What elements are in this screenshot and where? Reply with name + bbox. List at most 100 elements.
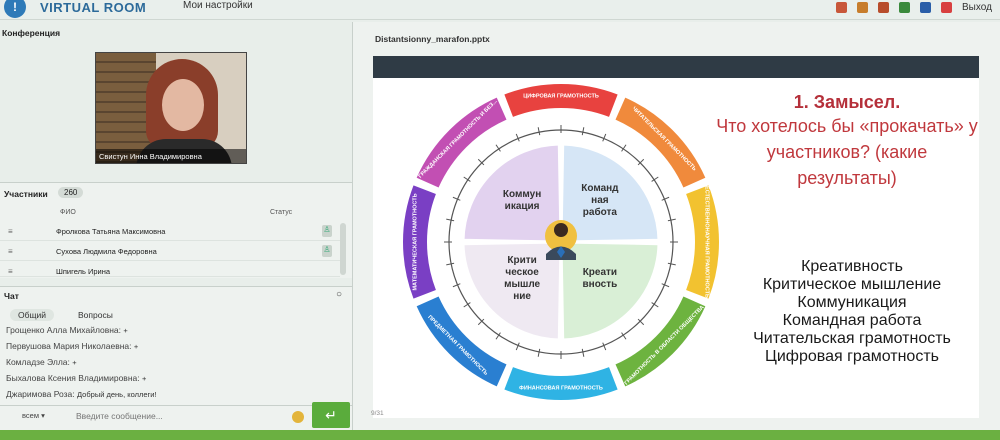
scale-tick (463, 176, 471, 182)
chat-label: Чат (4, 291, 19, 301)
results-list: Креативность Критическое мышление Коммун… (727, 258, 977, 366)
scale-tick (495, 332, 501, 340)
scale-tick (452, 196, 461, 201)
video-tile[interactable]: Свистун Инна Владимировна (95, 52, 247, 164)
scale-tick (667, 218, 676, 222)
quadrant-label: Команд (581, 183, 619, 194)
settings-menu[interactable]: Мои настройки (183, 0, 253, 11)
chat-text: + (133, 342, 139, 351)
participant-row[interactable]: ≡ Сухова Людмила Федоровна ♙ (0, 243, 340, 261)
list-item: Креативность (801, 258, 903, 275)
wheel-segment (615, 296, 706, 387)
wheel-segment-label: ЕСТЕСТВЕННОНАУЧНАЯ ГРАМОТНОСТЬ (704, 186, 710, 298)
chat-icon[interactable] (920, 2, 931, 13)
wheel-segment (615, 97, 706, 188)
scale-tick (446, 262, 455, 266)
column-status-header[interactable]: Статус (270, 209, 293, 216)
wheel-segment (504, 367, 618, 400)
send-button[interactable]: ↵ (312, 402, 350, 428)
scale-tick (463, 302, 471, 308)
menu-icon[interactable]: ≡ (8, 247, 13, 256)
message-input[interactable] (76, 408, 290, 424)
flag-icon[interactable] (941, 2, 952, 13)
heart-icon[interactable] (836, 2, 847, 13)
quadrant-label: ческое (505, 267, 539, 278)
chat-options-icon[interactable]: ○ (336, 289, 343, 300)
speaker-face (162, 79, 204, 131)
participant-row[interactable]: ≡ Шпигель Ирина (0, 263, 340, 277)
chat-panel: Чат ○ Общий Вопросы Грощенко Алла Михайл… (0, 286, 352, 430)
recipient-label: всем (22, 411, 39, 420)
emoji-icon[interactable] (292, 411, 304, 423)
quadrant-label: вность (583, 279, 618, 290)
tab-general[interactable]: Общий (10, 309, 54, 321)
chat-author: Первушова Мария Николаевна: (6, 341, 132, 351)
logo-icon: ! (4, 0, 26, 18)
slide-title: 1. Замысел. (793, 92, 901, 112)
inner-quadrant (559, 142, 661, 244)
scale-tick (651, 176, 659, 182)
window-icon[interactable] (899, 2, 910, 13)
chat-text: + (123, 326, 128, 335)
chat-text: + (72, 358, 77, 367)
list-item: Коммуникация (797, 294, 907, 311)
menu-icon[interactable]: ≡ (8, 227, 13, 236)
divider (0, 405, 352, 406)
quadrant-label: Коммун (503, 189, 541, 200)
user-status-icon: ♙ (322, 225, 332, 237)
presentation-filename: Distantsionny_marafon.pptx (375, 34, 490, 44)
scale-tick (621, 144, 627, 152)
scale-tick (602, 133, 607, 142)
scale-tick (477, 318, 485, 326)
taskbar-strip (0, 430, 1000, 440)
exit-link[interactable]: Выход (962, 2, 992, 13)
scale-tick (515, 342, 520, 351)
slide-pager: 9/31 (371, 410, 384, 417)
chat-message: Быхалова Ксения Владимировна: + (6, 373, 146, 383)
chat-author: Комладзе Элла: (6, 357, 70, 367)
participants-scrollbar[interactable] (340, 223, 346, 275)
scale-tick (637, 318, 645, 326)
scale-tick (537, 348, 541, 357)
wheel-segment (686, 185, 719, 299)
participants-label: Участники (4, 189, 48, 199)
chat-message: Грощенко Алла Михайловна: + (6, 325, 128, 335)
scale-tick (537, 127, 541, 136)
chat-message: Первушова Мария Николаевна: + (6, 341, 138, 351)
scale-tick (581, 348, 585, 357)
chat-message: Комладзе Элла: + (6, 357, 77, 367)
quadrant-label: работа (583, 206, 618, 218)
wheel-segment-label: ЦИФРОВАЯ ГРАМОТНОСТЬ (523, 93, 599, 99)
slide-title-box: 1. Замысел. Что хотелось бы «прокачать» … (715, 92, 979, 191)
tab-questions[interactable]: Вопросы (78, 310, 113, 320)
info-icon[interactable] (878, 2, 889, 13)
menu-icon[interactable]: ≡ (8, 267, 13, 276)
participant-row[interactable]: ≡ Фролкова Татьяна Максимовна ♙ (0, 223, 340, 241)
scale-tick (495, 144, 501, 152)
list-item: Критическое мышление (762, 276, 942, 293)
column-name-header[interactable]: ФИО (60, 209, 76, 216)
wheel-segment-label: ФИНАНСОВАЯ ГРАМОТНОСТЬ (519, 385, 603, 391)
pen-icon[interactable] (857, 2, 868, 13)
wheel-segment-label: МАТЕМАТИЧЕСКАЯ ГРАМОТНОСТЬ (412, 193, 418, 290)
leader-icon (545, 220, 577, 260)
scale-tick (637, 158, 645, 166)
chat-text: + (141, 374, 147, 383)
scale-tick (651, 302, 659, 308)
user-status-icon: ♙ (322, 245, 332, 257)
presentation-area: Distantsionny_marafon.pptx ЦИФРОВАЯ ГРАМ… (352, 22, 1000, 430)
tray-icons (836, 2, 952, 13)
scale-tick (446, 218, 455, 222)
left-column: Конференция Свистун Инна Владимировна Уч… (0, 22, 352, 430)
wheel-segment (504, 83, 618, 117)
scale-tick (602, 342, 607, 351)
top-bar: ! VIRTUAL ROOM Мои настройки Выход (0, 0, 1000, 20)
participant-count-badge: 260 (58, 187, 84, 198)
chat-author: Грощенко Алла Михайловна: (6, 325, 122, 335)
recipient-select[interactable]: всем ▾ (22, 411, 45, 420)
scale-tick (515, 133, 520, 142)
chat-author: Джаримова Роза: (6, 389, 75, 399)
